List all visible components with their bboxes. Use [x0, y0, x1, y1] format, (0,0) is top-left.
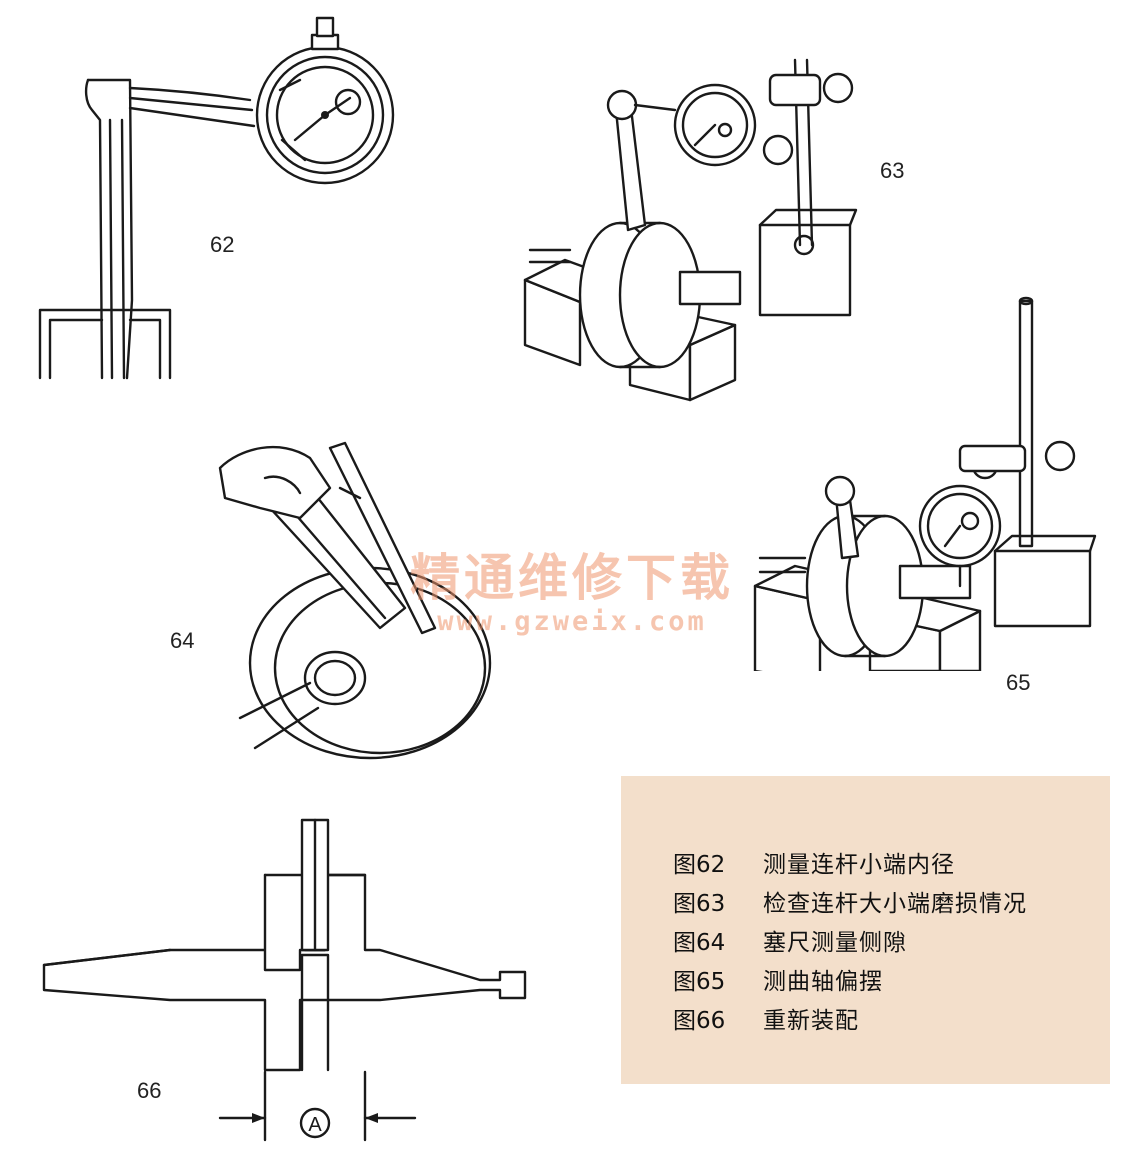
dial-indicator	[918, 484, 1002, 588]
caption-row: 图65 测曲轴偏摆	[673, 959, 1027, 998]
dimension-a-label: A	[308, 1114, 322, 1136]
gauge-arms	[128, 86, 256, 128]
caption-row: 图64 塞尺测量侧隙	[673, 920, 1027, 959]
caption-fig-label: 图62	[673, 851, 726, 878]
figure-63-rod-wear-check	[520, 40, 860, 405]
caption-row: 图63 检查连杆大小端磨损情况	[673, 881, 1027, 920]
caption-text: 测曲轴偏摆	[763, 968, 883, 995]
caption-text: 塞尺测量侧隙	[763, 929, 907, 956]
magnetic-stand	[958, 296, 1097, 628]
caption-text: 检查连杆大小端磨损情况	[763, 890, 1027, 917]
connecting-rod	[606, 89, 647, 232]
caption-row: 图62 测量连杆小端内径	[673, 842, 1027, 881]
dimension-a: A	[218, 1070, 417, 1142]
caption-list: 图62 测量连杆小端内径 图63 检查连杆大小端磨损情况 图64 塞尺测量侧隙 …	[673, 842, 1027, 1037]
caption-fig-label: 图66	[673, 1007, 726, 1034]
feeler-gauge-blade	[328, 441, 437, 635]
crankshaft-flywheels	[758, 475, 972, 658]
figure-65-runout-check	[750, 296, 1115, 671]
figure-62-number: 62	[210, 232, 235, 257]
caption-fig-label: 图64	[673, 929, 726, 956]
crankshaft-section	[42, 818, 527, 1072]
crankshaft-flywheels	[528, 221, 742, 369]
magnetic-stand	[758, 58, 858, 317]
figure-64-number: 64	[170, 628, 195, 653]
hand	[218, 445, 332, 520]
caption-text: 重新装配	[763, 1007, 859, 1034]
caption-row: 图66 重新装配	[673, 998, 1027, 1037]
figure-63-number: 63	[880, 158, 905, 183]
caption-text: 测量连杆小端内径	[763, 851, 955, 878]
caption-fig-label: 图63	[673, 890, 726, 917]
figure-66-number: 66	[137, 1078, 162, 1103]
caption-fig-label: 图65	[673, 968, 726, 995]
figure-62-bore-gauge	[30, 10, 410, 390]
caption-panel: 图62 测量连杆小端内径 图63 检查连杆大小端磨损情况 图64 塞尺测量侧隙 …	[621, 776, 1110, 1084]
figure-64-feeler-gauge	[200, 428, 520, 763]
dial-indicator	[633, 83, 757, 167]
figure-65-number: 65	[1006, 670, 1031, 695]
figure-66-reassembly: A	[30, 810, 550, 1155]
dial-indicator	[255, 16, 395, 185]
connecting-rod-small-end	[38, 78, 172, 380]
